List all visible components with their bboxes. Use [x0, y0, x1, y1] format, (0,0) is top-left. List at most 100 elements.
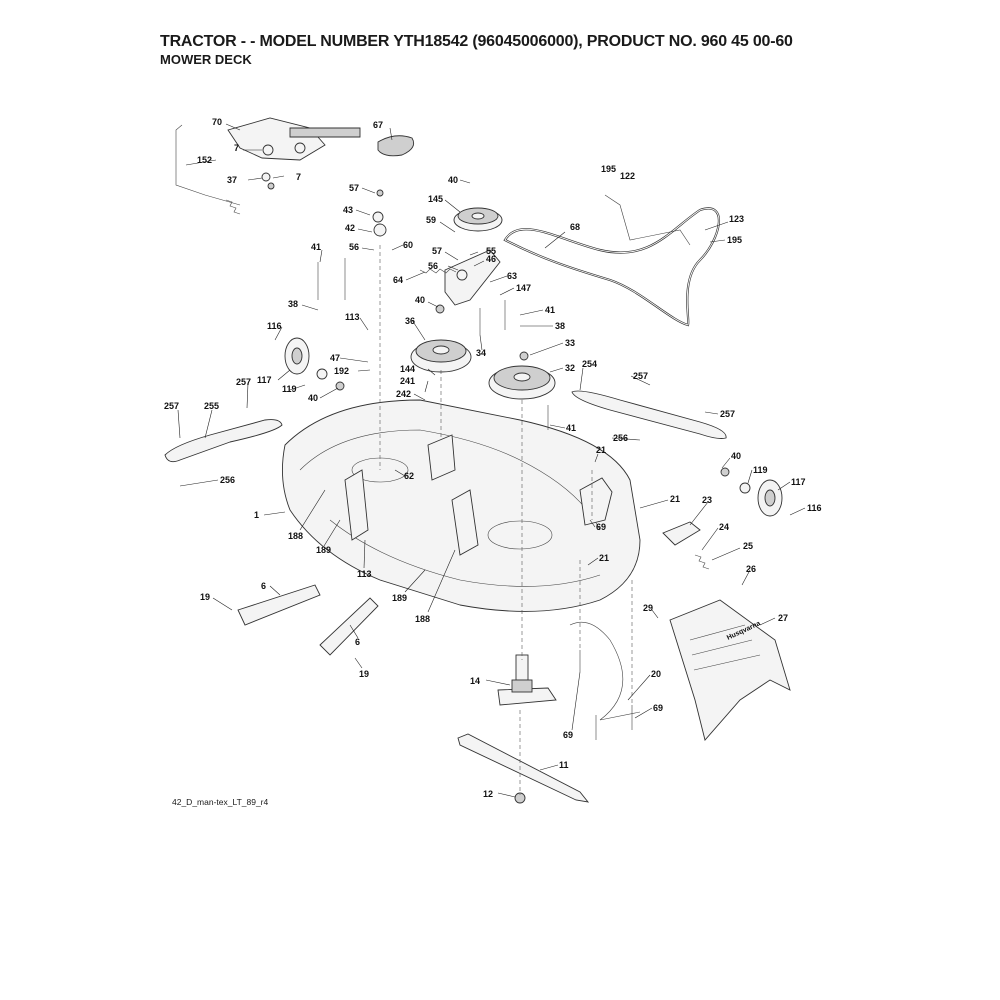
callout: 189: [392, 593, 407, 603]
callout: 42: [345, 223, 355, 233]
callout: 25: [743, 541, 753, 551]
callout: 67: [373, 120, 383, 130]
callout-labels: 70 67 7 152 7 37 195 122 40 57 145 43 59…: [164, 117, 822, 799]
washer: [261, 172, 271, 182]
callout: 192: [334, 366, 349, 376]
callout: 41: [566, 423, 576, 433]
callout: 41: [545, 305, 555, 315]
callout: 188: [415, 614, 430, 624]
callout: 189: [316, 545, 331, 555]
callout: 40: [415, 295, 425, 305]
callout: 256: [613, 433, 628, 443]
center-pulley: [410, 339, 472, 373]
callout: 19: [359, 669, 369, 679]
callout: 257: [720, 409, 735, 419]
callout: 7: [296, 172, 301, 182]
deflector-rod: [569, 621, 641, 721]
callout: 188: [288, 531, 303, 541]
callout: 242: [396, 389, 411, 399]
idler-pulley-upper: [453, 207, 503, 232]
nut: [267, 182, 275, 190]
callout: 113: [357, 569, 372, 579]
callout: 257: [164, 401, 179, 411]
drive-belt: [503, 207, 721, 327]
leader-lines: [177, 123, 806, 798]
callout: 64: [393, 275, 403, 285]
belt-keeper-wire: [604, 194, 691, 246]
callout: 257: [633, 371, 648, 381]
callout: 32: [565, 363, 575, 373]
callout: 33: [565, 338, 575, 348]
callout: 26: [746, 564, 756, 574]
callout: 43: [343, 205, 353, 215]
handle-grip: [377, 135, 415, 157]
callout: 113: [345, 312, 360, 322]
page-subtitle: MOWER DECK: [160, 52, 252, 67]
callout: 147: [516, 283, 531, 293]
callout: 38: [288, 299, 298, 309]
callout: 11: [559, 760, 569, 770]
callout: 55: [486, 246, 496, 256]
deck-hanger-bracket: [344, 469, 369, 541]
deck-stabilizer-left: [164, 419, 283, 463]
lift-rod: [175, 124, 241, 215]
callout: 38: [555, 321, 565, 331]
callout: 21: [670, 494, 680, 504]
callout: 6: [261, 581, 266, 591]
callout: 56: [428, 261, 438, 271]
callout: 34: [476, 348, 486, 358]
callout: 40: [731, 451, 741, 461]
callout: 40: [448, 175, 458, 185]
callout: 36: [405, 316, 415, 326]
discharge-chute: Husqvarna: [669, 599, 791, 741]
callout: 254: [582, 359, 597, 369]
deck-lift-lever: [227, 117, 361, 161]
callout: 241: [400, 376, 415, 386]
belt-guide-bracket: [427, 434, 456, 481]
callout: 119: [282, 384, 297, 394]
deck-hanger-bracket: [451, 489, 479, 556]
callout: 256: [220, 475, 235, 485]
drawing-reference-code: 42_D_man-tex_LT_89_r4: [172, 797, 269, 807]
callout: 37: [227, 175, 237, 185]
callout: 46: [486, 254, 496, 264]
callout: 119: [753, 465, 768, 475]
callout: 144: [400, 364, 415, 374]
callout: 152: [197, 155, 212, 165]
callout: 29: [643, 603, 653, 613]
callout: 41: [311, 242, 321, 252]
callout: 117: [257, 375, 272, 385]
callout: 21: [599, 553, 609, 563]
idler-arm: [444, 249, 501, 306]
callout: 57: [432, 246, 442, 256]
right-pulley: [488, 365, 556, 400]
gauge-wheel-left: [284, 337, 345, 391]
deck-hanger-arm: [319, 597, 379, 656]
callout: 14: [470, 676, 480, 686]
callout: 116: [807, 503, 822, 513]
callout: 23: [702, 495, 712, 505]
callout: 69: [653, 703, 663, 713]
callout: 27: [778, 613, 788, 623]
callout: 40: [308, 393, 318, 403]
callout: 12: [483, 789, 493, 799]
deck-hanger-arm: [237, 584, 321, 626]
callout: 1: [254, 510, 259, 520]
spindle-assembly: [497, 654, 557, 706]
callout: 195: [727, 235, 742, 245]
callout: 24: [719, 522, 729, 532]
callout: 56: [349, 242, 359, 252]
page-title: TRACTOR - - MODEL NUMBER YTH18542 (96045…: [160, 33, 793, 50]
callout: 20: [651, 669, 661, 679]
callout: 255: [204, 401, 219, 411]
callout: 6: [355, 637, 360, 647]
callout: 145: [428, 194, 443, 204]
assembly-guide-lines: [379, 245, 633, 795]
blade-bolt: [514, 792, 526, 804]
callout: 57: [349, 183, 359, 193]
chute-bracket: [662, 521, 701, 546]
callout: 123: [729, 214, 744, 224]
callout: 116: [267, 321, 282, 331]
callout: 47: [330, 353, 340, 363]
